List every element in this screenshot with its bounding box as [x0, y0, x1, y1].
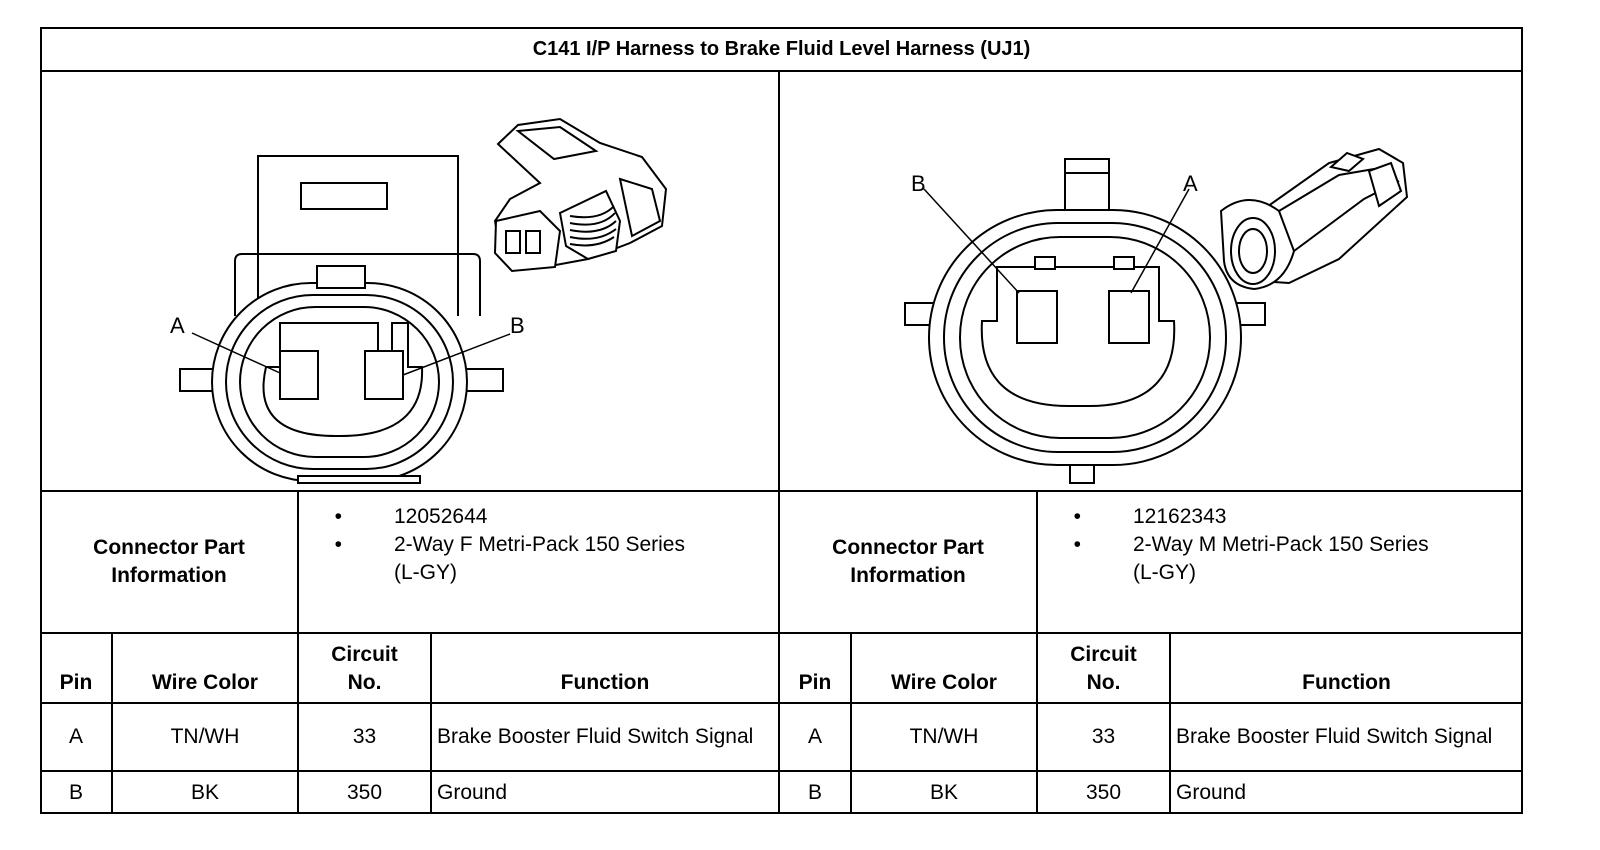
right-header-wire-color: Wire Color — [891, 671, 997, 694]
table-row-a-pin: A — [68, 725, 83, 748]
right-part-info-label: Connector Part Information — [832, 536, 984, 587]
page-title: C141 I/P Harness to Brake Fluid Level Ha… — [532, 37, 1031, 60]
table-row-b-pin: B — [68, 780, 83, 804]
right-connector-photo — [1219, 147, 1409, 291]
bullet-icon: • — [334, 505, 342, 528]
right-header-circuit: Circuit No. — [1070, 643, 1137, 694]
table-row-b-wire: BK — [190, 780, 219, 804]
table-row-a-function: Brake Booster Fluid Switch Signal — [437, 725, 754, 748]
left-part-info-label: Connector Part Information — [93, 536, 245, 587]
table-row-b-wire: BK — [929, 780, 958, 804]
table-row-a-wire: TN/WH — [170, 725, 240, 748]
bullet-icon: • — [334, 533, 342, 556]
left-label-b: B — [510, 313, 525, 338]
right-label-a: A — [1183, 171, 1198, 196]
table-row-b-circuit: 350 — [346, 780, 383, 804]
table-grid — [40, 27, 1523, 814]
left-header-circuit: Circuit No. — [331, 643, 398, 694]
left-label-a: A — [170, 313, 185, 338]
right-part-info: •12162343 •2-Way M Metri-Pack 150 Series… — [1037, 491, 1523, 633]
table-row-a-circuit: 33 — [1091, 725, 1116, 748]
left-header-function: Function — [560, 671, 650, 694]
table-row-b-circuit: 350 — [1085, 780, 1122, 804]
left-part-info: •12052644 •2-Way F Metri-Pack 150 Series… — [298, 491, 779, 633]
table-row-b-pin: B — [807, 780, 822, 804]
right-header-pin: Pin — [798, 671, 832, 694]
table-row-b-function: Ground — [1176, 780, 1247, 804]
left-header-wire-color: Wire Color — [152, 671, 258, 694]
bullet-icon: • — [1073, 505, 1081, 528]
left-connector-diagram: A B — [170, 117, 668, 484]
left-header-pin: Pin — [59, 671, 93, 694]
right-header-function: Function — [1302, 671, 1391, 694]
right-connector-diagram: B A — [904, 147, 1409, 484]
right-label-b: B — [911, 171, 926, 196]
table-row-a-pin: A — [807, 725, 822, 748]
table-row-a-wire: TN/WH — [909, 725, 979, 748]
bullet-icon: • — [1073, 533, 1081, 556]
table-row-a-function: Brake Booster Fluid Switch Signal — [1176, 725, 1493, 748]
table-row-b-function: Ground — [437, 780, 508, 804]
left-connector-photo — [493, 117, 668, 273]
table-row-a-circuit: 33 — [352, 725, 377, 748]
connector-sheet: C141 I/P Harness to Brake Fluid Level Ha… — [40, 27, 1523, 814]
